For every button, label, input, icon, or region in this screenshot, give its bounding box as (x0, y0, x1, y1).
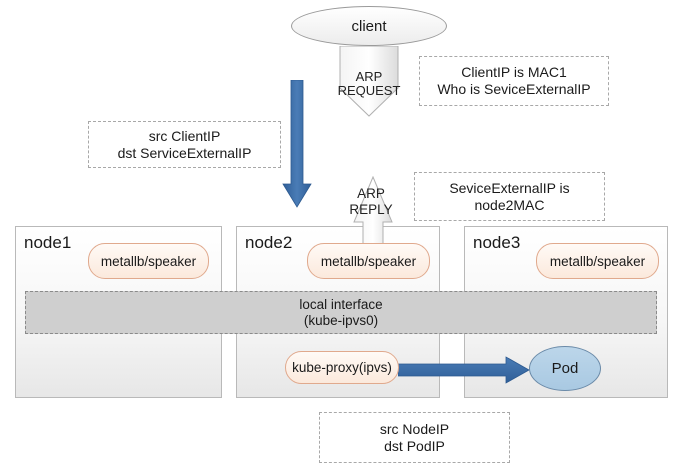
arp-request-text: ARP REQUEST (330, 70, 408, 98)
note-service-mac-line2: node2MAC (474, 196, 545, 213)
arp-request-line1: ARP (355, 69, 383, 84)
arp-request-arrow (339, 46, 399, 117)
note-client-mac: ClientIP is MAC1 Who is SeviceExternalIP (419, 56, 609, 106)
note-src-dst-client-line2: dst ServiceExternalIP (117, 144, 252, 161)
local-interface: local interface (kube-ipvs0) (25, 291, 657, 334)
local-interface-line1: local interface (299, 296, 383, 312)
pod-node: Pod (529, 346, 601, 391)
pod-label: Pod (551, 360, 579, 377)
proxy-to-pod-arrow (398, 356, 530, 384)
kube-proxy: kube-proxy(ipvs) (285, 351, 399, 384)
node3-speaker: metallb/speaker (536, 243, 659, 279)
note-src-dst-client: src ClientIP dst ServiceExternalIP (88, 121, 281, 168)
arp-reply-text: ARP REPLY (340, 186, 402, 218)
note-client-mac-line1: ClientIP is MAC1 (461, 64, 567, 80)
note-src-dst-pod: src NodeIP dst PodIP (319, 412, 510, 463)
node1-speaker: metallb/speaker (88, 243, 209, 279)
note-service-mac-line1: SeviceExternalIP is (449, 179, 570, 196)
note-service-mac: SeviceExternalIP is node2MAC (414, 172, 605, 221)
client-label: client (351, 17, 387, 35)
node1-label: node1 (24, 233, 72, 252)
node2-speaker-label: metallb/speaker (320, 253, 417, 269)
node1-speaker-label: metallb/speaker (100, 253, 197, 269)
node2-speaker: metallb/speaker (307, 243, 430, 279)
note-client-mac-line2: Who is SeviceExternalIP (437, 81, 591, 97)
local-interface-line2: (kube-ipvs0) (303, 312, 379, 328)
arp-request-line2: REQUEST (337, 83, 401, 98)
client-node: client (291, 6, 447, 46)
arp-reply-line1: ARP (357, 186, 385, 201)
client-to-service-arrow (282, 80, 312, 208)
note-src-dst-pod-line1: src NodeIP (379, 420, 450, 437)
kube-proxy-label: kube-proxy(ipvs) (292, 360, 392, 375)
note-src-dst-client-line1: src ClientIP (148, 127, 221, 144)
node3-speaker-label: metallb/speaker (549, 253, 646, 269)
arp-reply-line2: REPLY (349, 202, 393, 217)
node2-label: node2 (245, 233, 293, 252)
node3-label: node3 (473, 233, 521, 252)
note-src-dst-pod-line2: dst PodIP (384, 437, 445, 454)
